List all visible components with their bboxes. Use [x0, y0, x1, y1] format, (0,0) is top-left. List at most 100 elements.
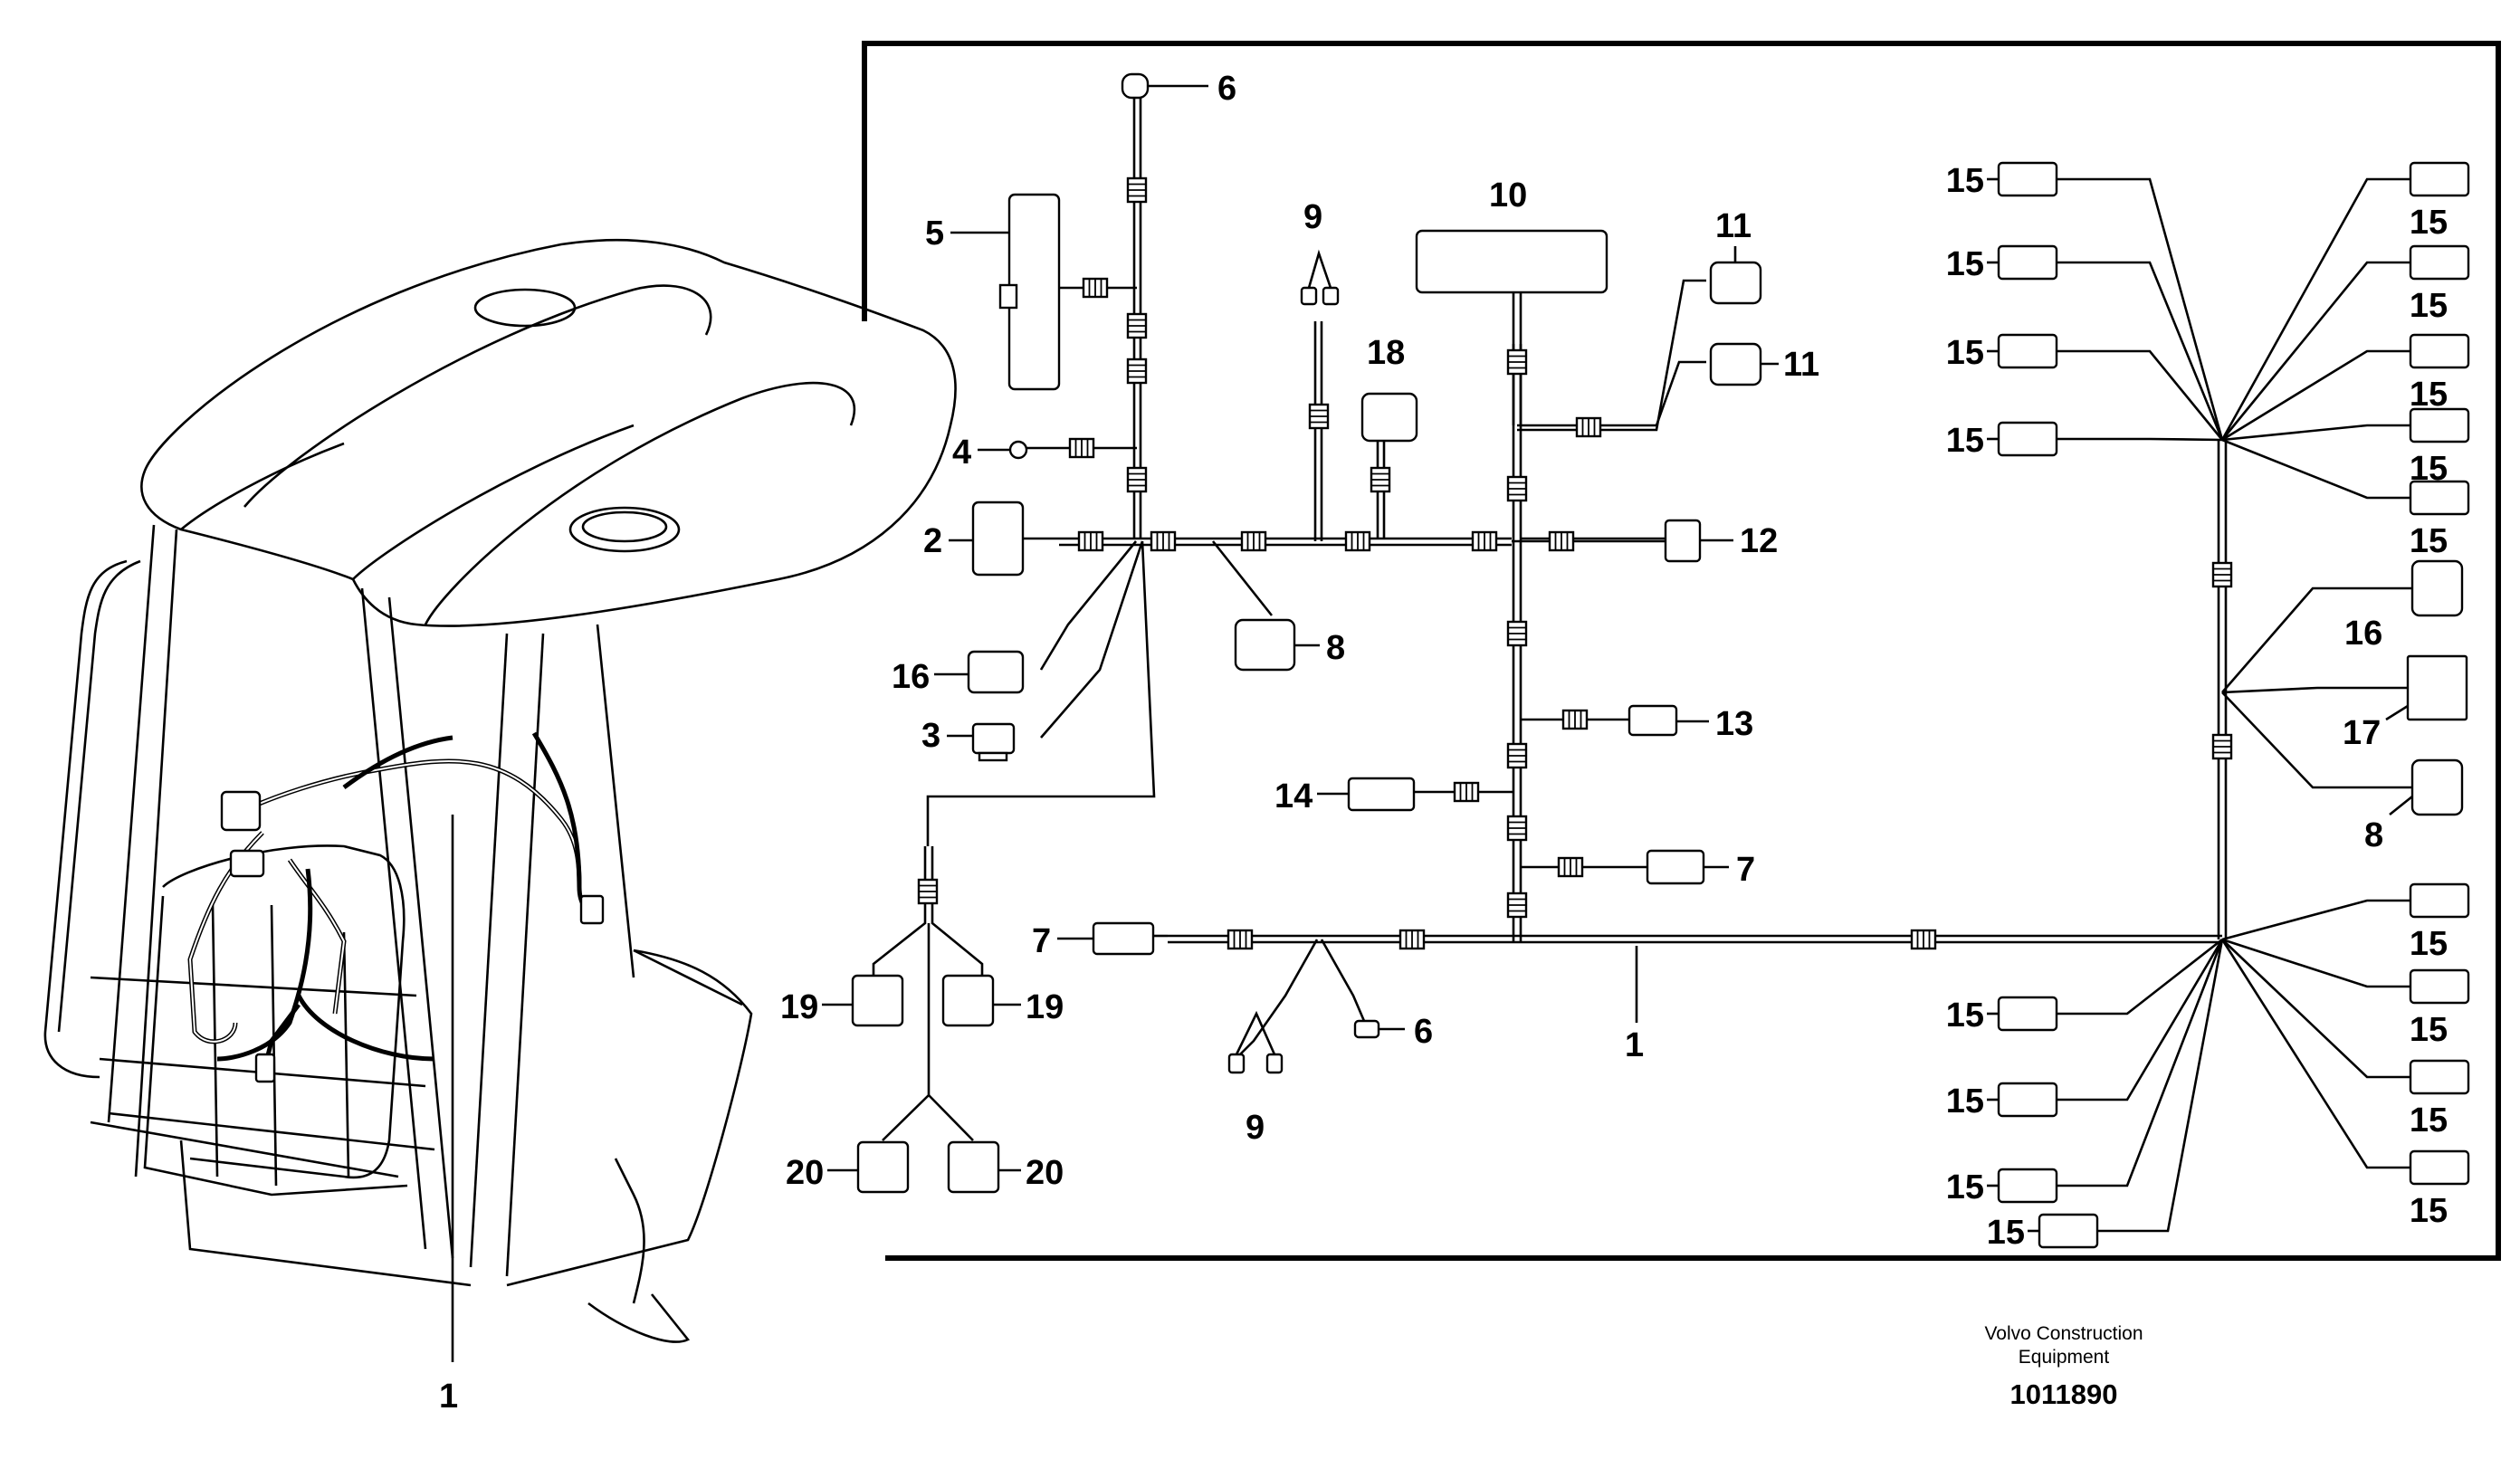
label-1-schematic: 1	[1625, 1026, 1644, 1064]
connector-15	[2409, 1149, 2470, 1186]
harness-sleeve	[1398, 929, 1426, 950]
label-15: 15	[2410, 1011, 2448, 1049]
part-number: 1011890	[2010, 1378, 2118, 1410]
module-5-tab	[998, 283, 1018, 310]
harness-sleeve	[1910, 929, 1937, 950]
company-line-1: Volvo Construction	[1984, 1323, 2143, 1344]
harness-sleeve	[1240, 530, 1267, 552]
connector-11-bottom-shape	[1709, 342, 1762, 386]
connector-15	[1997, 161, 2058, 197]
label-15: 15	[1946, 162, 1984, 200]
harness-sleeve	[1506, 815, 1528, 842]
label-6-bottom: 6	[1414, 1013, 1433, 1051]
harness-sleeve	[1126, 466, 1148, 493]
connector-15	[2409, 882, 2470, 919]
connector-12-shape	[1664, 519, 1702, 563]
callout-labels: 1 1 2 3 4 5 6 6 7 7 8 8 9 9 10 11 11 12 …	[439, 70, 2413, 1416]
connector-9-bottom-b	[1265, 1053, 1284, 1074]
harness-sleeve	[2211, 561, 2233, 588]
label-20-right: 20	[1026, 1154, 1064, 1192]
label-4: 4	[952, 434, 971, 472]
connector-15	[2038, 1213, 2099, 1249]
label-9-bottom: 9	[1246, 1109, 1265, 1147]
harness-sleeve	[1506, 742, 1528, 769]
label-15: 15	[1946, 422, 1984, 460]
connector-3-shape	[971, 722, 1016, 755]
harness-sleeve	[1575, 416, 1602, 438]
schematic-frame	[862, 41, 2501, 1261]
connector-3-base	[978, 751, 1008, 762]
label-15: 15	[1946, 1168, 1984, 1206]
connector-9-top-b	[1322, 286, 1340, 306]
connector-8-center-shape	[1234, 618, 1296, 672]
connector-6-top-shape	[1121, 72, 1150, 100]
connector-15	[2409, 161, 2470, 197]
ground-4-shape	[1008, 440, 1028, 460]
harness-sleeve	[1506, 620, 1528, 647]
connector-8-right-shape	[2410, 758, 2464, 816]
harness-sleeve	[1068, 437, 1095, 459]
module-10-shape	[1415, 229, 1608, 294]
connector-9-bottom-a	[1227, 1053, 1246, 1074]
harness-sleeve	[1150, 530, 1177, 552]
cab-illustration	[43, 238, 957, 1362]
harness-sleeve	[1082, 277, 1109, 299]
label-1-cab: 1	[439, 1378, 458, 1416]
label-15: 15	[1946, 1082, 1984, 1120]
label-8-center: 8	[1326, 629, 1345, 667]
connector-19-left-shape	[851, 974, 904, 1027]
connector-16-right-shape	[2410, 559, 2464, 617]
harness-sleeve	[1126, 358, 1148, 385]
company-line-2: Equipment	[2019, 1347, 2110, 1368]
label-15: 15	[2410, 522, 2448, 560]
label-18: 18	[1367, 334, 1405, 372]
label-14: 14	[1274, 777, 1312, 815]
label-16-right: 16	[2344, 615, 2382, 653]
label-15: 15	[1987, 1214, 2025, 1252]
connector-15	[2409, 407, 2470, 443]
connector-15-fanout	[1987, 161, 2470, 1249]
connector-15	[2409, 244, 2470, 281]
label-11-bottom: 11	[1783, 346, 1819, 384]
harness-sleeve	[1077, 530, 1104, 552]
harness-sleeve	[1227, 929, 1254, 950]
label-9-top: 9	[1303, 198, 1322, 236]
label-16-left: 16	[892, 658, 930, 696]
connector-15	[2409, 1059, 2470, 1095]
connector-6-bottom-shape	[1353, 1019, 1380, 1039]
connector-9-top-a	[1300, 286, 1318, 306]
label-11-top: 11	[1715, 207, 1752, 245]
label-3: 3	[921, 717, 940, 755]
harness-sleeve	[1344, 530, 1371, 552]
label-15: 15	[2410, 376, 2448, 414]
harness-sleeve	[1471, 530, 1498, 552]
harness-sleeve	[917, 878, 939, 905]
harness-sleeve	[1506, 475, 1528, 502]
connector-15	[2409, 333, 2470, 369]
label-8-right: 8	[2364, 816, 2383, 854]
connector-15	[1997, 1082, 2058, 1118]
harness-sleeve	[2211, 733, 2233, 760]
connector-15	[1997, 244, 2058, 281]
label-15: 15	[2410, 925, 2448, 963]
relay-18-shape	[1360, 392, 1418, 443]
label-19-left: 19	[780, 988, 818, 1026]
connector-19-right-shape	[941, 974, 995, 1027]
footer-block: Volvo Construction Equipment 1011890	[1984, 1323, 2143, 1410]
label-19-right: 19	[1026, 988, 1064, 1026]
connector-17-shape	[2406, 654, 2468, 721]
label-15: 15	[1946, 245, 1984, 283]
label-15: 15	[1946, 996, 1984, 1035]
harness-sleeve	[1557, 856, 1584, 878]
label-7-right: 7	[1736, 851, 1755, 889]
harness-sleeve	[1370, 466, 1391, 493]
label-15: 15	[2410, 450, 2448, 488]
connector-7-left-shape	[1092, 921, 1155, 956]
connector-15	[1997, 421, 2058, 457]
label-10: 10	[1489, 176, 1527, 215]
connector-16-left-shape	[967, 650, 1025, 694]
harness-sleeve	[1506, 892, 1528, 919]
connector-15	[1997, 1168, 2058, 1204]
connector-14-shape	[1347, 777, 1416, 812]
